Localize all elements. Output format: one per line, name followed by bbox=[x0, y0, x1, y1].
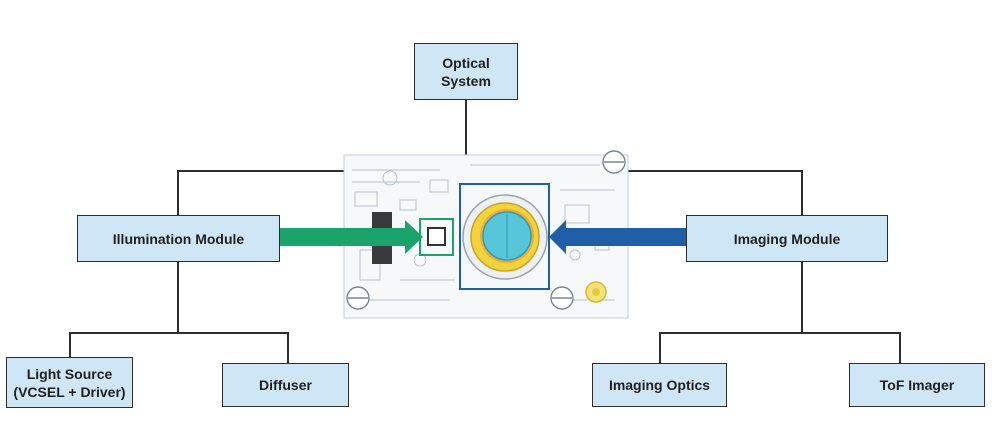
connector-board-to-imaging bbox=[625, 170, 803, 215]
connector-illumination-children bbox=[69, 262, 179, 357]
imaging-optics-box: Imaging Optics bbox=[592, 363, 727, 407]
diffuser-label: Diffuser bbox=[259, 377, 312, 393]
imaging-optics-label: Imaging Optics bbox=[608, 377, 711, 393]
diffuser-box: Diffuser bbox=[222, 363, 349, 407]
light-source-box: Light Source (VCSEL + Driver) bbox=[6, 357, 133, 408]
screw-slots bbox=[348, 161, 624, 299]
connector-illumination-to-diffuser bbox=[178, 332, 289, 363]
green-arrow-right-icon bbox=[279, 220, 423, 254]
imaging-module-box: Imaging Module bbox=[686, 215, 888, 262]
gold-pad-icon bbox=[585, 281, 607, 303]
optical-system-box: Optical System bbox=[414, 43, 518, 100]
blue-arrow-left-icon bbox=[549, 220, 686, 254]
light-source-label: Light Source (VCSEL + Driver) bbox=[13, 365, 126, 400]
lens-icon bbox=[462, 194, 548, 280]
illumination-module-box: Illumination Module bbox=[77, 215, 280, 262]
tof-imager-box: ToF Imager bbox=[849, 363, 985, 407]
optical-system-label: Optical System bbox=[441, 54, 491, 89]
vcsel-chip bbox=[427, 227, 446, 246]
illumination-module-label: Illumination Module bbox=[112, 230, 245, 247]
connector-imaging-to-tof bbox=[802, 332, 901, 363]
connector-lines bbox=[69, 100, 901, 363]
connector-board-to-illumination bbox=[177, 170, 345, 215]
connector-imaging-children bbox=[659, 262, 803, 363]
imaging-module-label: Imaging Module bbox=[733, 230, 841, 247]
tof-imager-label: ToF Imager bbox=[879, 377, 955, 393]
imaging-highlight-box bbox=[459, 183, 550, 290]
tof-camera-board-icon bbox=[343, 150, 629, 319]
